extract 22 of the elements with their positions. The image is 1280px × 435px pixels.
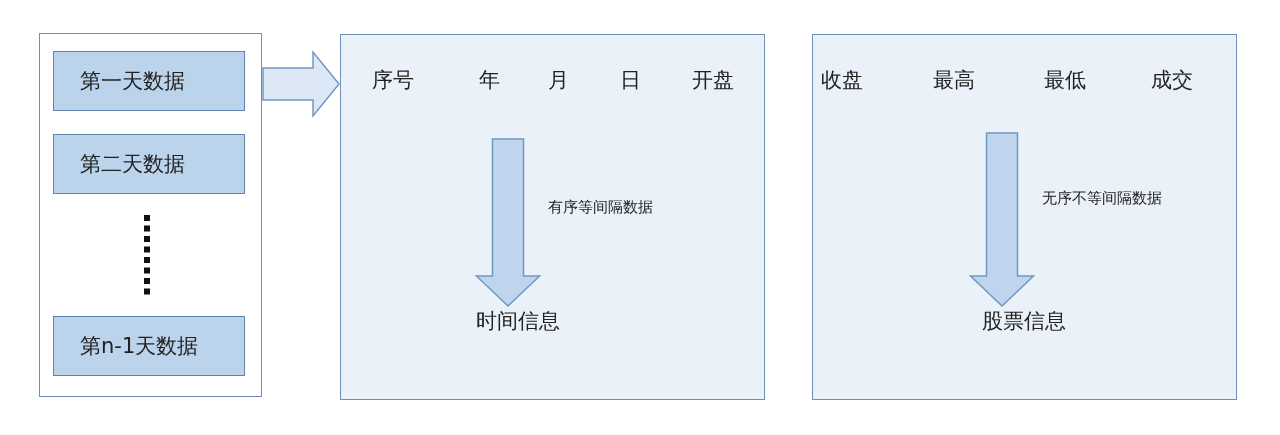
column-header: 年 xyxy=(478,67,500,94)
block-arrow xyxy=(262,49,340,119)
column-header: 收盘 xyxy=(821,67,863,94)
column-header: 成交 xyxy=(1151,67,1193,94)
column-header: 日 xyxy=(619,67,641,94)
panel-box xyxy=(812,34,1237,400)
result-text: 时间信息 xyxy=(476,307,560,335)
data-box: 第二天数据 xyxy=(53,134,245,194)
data-box: 第一天数据 xyxy=(53,51,245,111)
edge-label: 有序等间隔数据 xyxy=(548,197,653,217)
block-arrow xyxy=(968,132,1036,308)
column-header: 最低 xyxy=(1044,67,1086,94)
block-arrow xyxy=(474,138,542,308)
column-header: 序号 xyxy=(372,67,414,94)
panel-box xyxy=(340,34,765,400)
result-text: 股票信息 xyxy=(982,307,1066,335)
data-box: 第n-1天数据 xyxy=(53,316,245,376)
column-header: 开盘 xyxy=(692,67,734,94)
edge-label: 无序不等间隔数据 xyxy=(1042,188,1162,208)
list-box xyxy=(39,33,262,397)
column-header: 最高 xyxy=(933,67,975,94)
column-header: 月 xyxy=(547,67,569,94)
